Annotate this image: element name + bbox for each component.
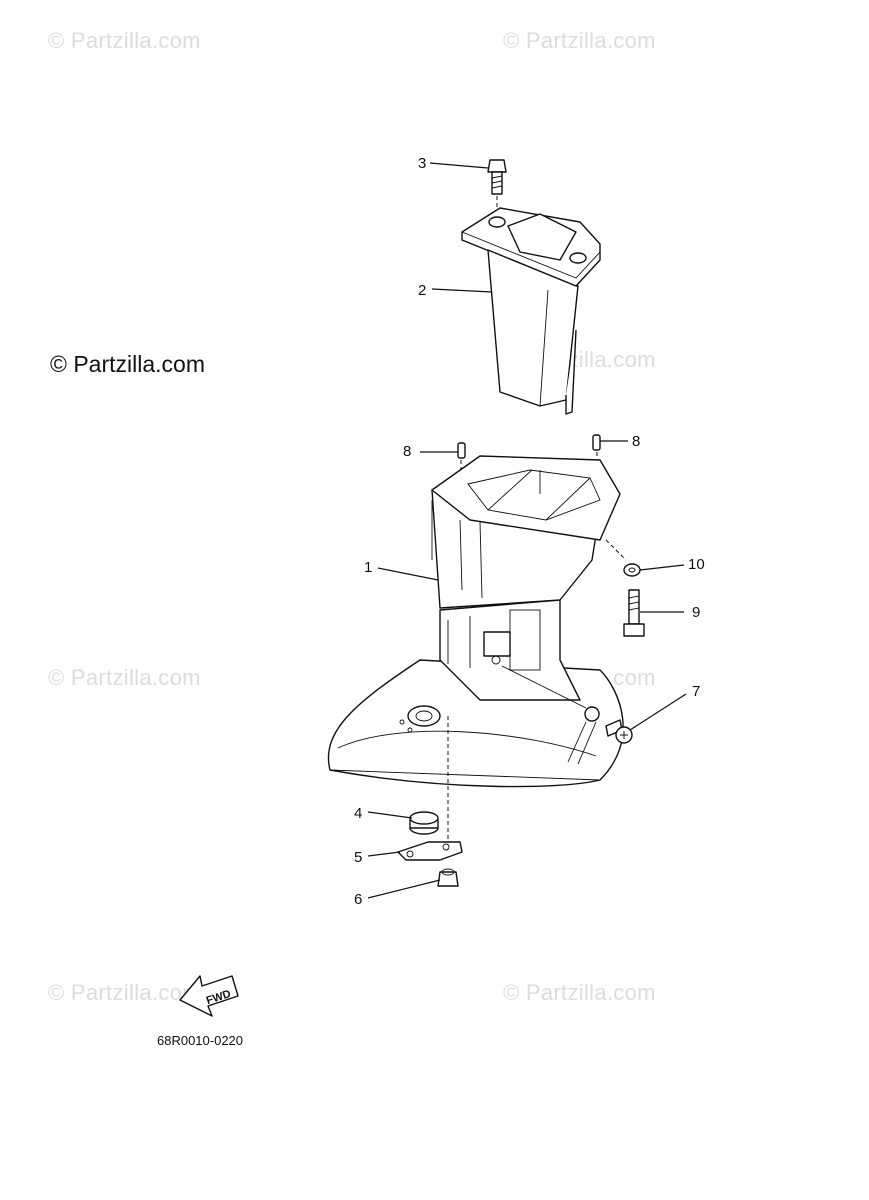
callout-6[interactable]: 6 (354, 891, 362, 908)
part-dowel-pin-8a[interactable] (457, 442, 466, 459)
callout-10[interactable]: 10 (688, 556, 705, 573)
leader-line-7 (629, 693, 687, 731)
watermark-lower-left: © Partzilla.com (48, 665, 201, 690)
fwd-arrow-icon: FWD (179, 975, 239, 1017)
part-upper-casing-1[interactable] (327, 455, 624, 788)
part-screw-7[interactable] (605, 719, 633, 744)
callout-3[interactable]: 3 (418, 155, 426, 172)
callout-9[interactable]: 9 (692, 604, 700, 621)
watermark-main: © Partzilla.com (50, 351, 205, 377)
callout-2[interactable]: 2 (418, 282, 426, 299)
callout-7[interactable]: 7 (692, 683, 700, 700)
part-upper-guide-2[interactable] (461, 207, 601, 415)
watermark-bottom-right: © Partzilla.com (503, 980, 656, 1005)
callout-5[interactable]: 5 (354, 849, 362, 866)
diagram-code: 68R0010-0220 (157, 1033, 244, 1048)
guide-line-10 (605, 539, 627, 561)
watermark-top-right: © Partzilla.com (503, 28, 656, 53)
watermark-bottom-left: © Partzilla.com (48, 980, 201, 1005)
callout-8b[interactable]: 8 (632, 433, 640, 450)
leader-line-1 (377, 567, 439, 581)
part-washer-10[interactable] (623, 563, 641, 577)
leader-line-6 (367, 879, 441, 899)
leader-line-2 (431, 288, 493, 293)
leader-line-5 (367, 851, 401, 857)
leader-line-4 (367, 811, 413, 819)
ground-lead[interactable] (501, 665, 600, 765)
part-nut-6[interactable] (437, 868, 459, 887)
part-bolt-3[interactable] (487, 159, 507, 195)
part-bolt-9[interactable] (623, 589, 645, 637)
part-dowel-pin-8b[interactable] (592, 434, 601, 451)
part-plate-5[interactable] (397, 841, 463, 861)
callout-8a[interactable]: 8 (403, 443, 411, 460)
watermark-top-left: © Partzilla.com (48, 28, 201, 53)
leader-line-3 (429, 162, 489, 169)
callout-4[interactable]: 4 (354, 805, 362, 822)
leader-line-10 (639, 564, 685, 571)
callout-1[interactable]: 1 (364, 559, 372, 576)
part-grommet-4[interactable] (409, 811, 439, 835)
